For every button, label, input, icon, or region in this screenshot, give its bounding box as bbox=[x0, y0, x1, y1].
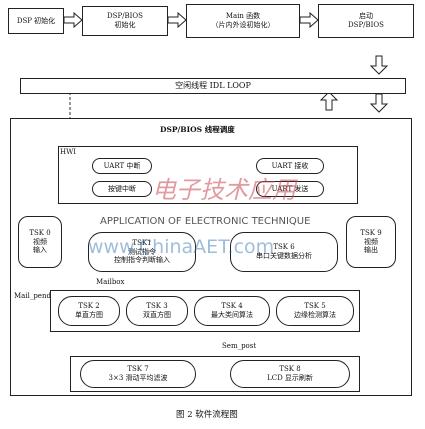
watermark-url: www.ChinaAET.com bbox=[88, 236, 275, 258]
watermark-logo-en: APPLICATION OF ELECTRONIC TECHNIQUE bbox=[100, 216, 311, 227]
hwi-label: HWI bbox=[60, 148, 77, 156]
sem-post-label: Sem_post bbox=[222, 342, 257, 350]
watermark-logo-cn: 电子技术应用 bbox=[152, 176, 296, 204]
uart-interrupt-box: UART 中断 bbox=[92, 158, 152, 174]
mailbox-label: Mailbox bbox=[96, 278, 125, 286]
tsk9-video-output: TSK 9 视频 输出 bbox=[346, 216, 396, 268]
uart-send-box: UART 发送 bbox=[256, 181, 324, 197]
uart-receive-box: UART 接收 bbox=[256, 158, 324, 174]
tsk5-edge-detection: TSK 5 边缘检测算法 bbox=[276, 296, 354, 326]
bios-init-box: DSP/BIOS 初始化 bbox=[82, 6, 168, 36]
figure-caption: 图 2 软件流程图 bbox=[176, 410, 238, 420]
tsk7-moving-average: TSK 7 3×3 滑动平均滤波 bbox=[80, 360, 196, 388]
tsk4-otsu-algorithm: TSK 4 最大类间算法 bbox=[194, 296, 270, 326]
tsk3-dual-histogram: TSK 3 双直方图 bbox=[126, 296, 188, 326]
mail-pend-label: Mail_pend bbox=[14, 292, 51, 300]
idle-loop-bar: 空闲线程 IDL LOOP bbox=[20, 78, 406, 94]
start-bios-box: 启动 DSP/BIOS bbox=[318, 4, 414, 38]
main-function-box: Main 函数 （片内外设初始化） bbox=[186, 4, 300, 38]
key-interrupt-box: 按键中断 bbox=[92, 181, 152, 197]
dsp-init-box: DSP 初始化 bbox=[8, 8, 64, 34]
tsk0-video-input: TSK 0 视频 输入 bbox=[18, 216, 62, 268]
tsk2-single-histogram: TSK 2 单直方图 bbox=[58, 296, 120, 326]
scheduler-title: DSP/BIOS 线程调度 bbox=[160, 125, 235, 134]
tsk8-lcd-refresh: TSK 8 LCD 显示刷新 bbox=[230, 360, 350, 388]
tsk1-command-input: TSK1 测试指令 控制指令判断输入 bbox=[88, 232, 196, 272]
tsk6-serial-analysis: TSK 6 串口关键数据分析 bbox=[230, 232, 338, 272]
